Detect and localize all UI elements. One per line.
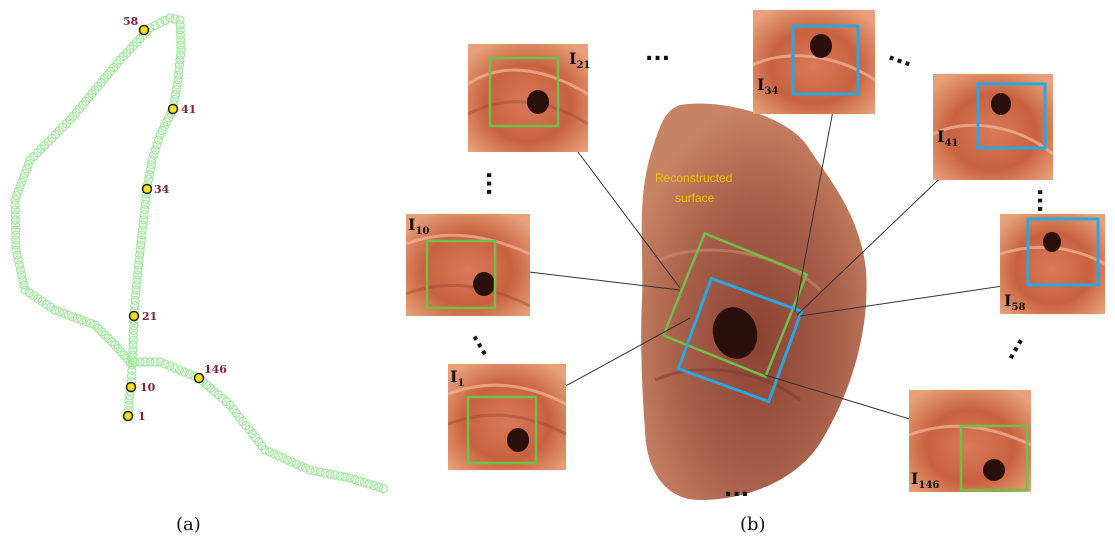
keyframe-58-label: 58 — [123, 15, 139, 28]
ellipsis: ... — [481, 171, 506, 196]
keyframe-1-label: 1 — [138, 410, 146, 423]
frame-1-index: 1 — [457, 378, 464, 389]
trajectory-point — [150, 151, 158, 159]
frame-34-letter: I — [757, 75, 764, 94]
trajectory-point — [176, 366, 184, 374]
ellipsis: ... — [885, 41, 917, 73]
keyframe-146-marker — [195, 374, 204, 383]
trajectory-point — [151, 22, 159, 30]
trajectory-point — [365, 480, 373, 488]
surface-label-line2: surface — [675, 191, 715, 205]
trajectory-point — [153, 141, 161, 149]
trajectory-point — [148, 156, 156, 164]
trajectory-point — [161, 360, 169, 368]
keyframe-21-marker — [130, 312, 139, 321]
trajectory-point — [171, 364, 179, 372]
keyframe-58-marker — [140, 26, 149, 35]
trajectory-point — [370, 482, 378, 490]
trajectory-point — [356, 477, 364, 485]
frame-34-index: 34 — [764, 86, 778, 97]
trajectory-point — [379, 485, 387, 493]
surface-label-line1: Reconstructed — [655, 171, 732, 185]
frame-58-letter: I — [1004, 291, 1011, 310]
frame-10: I10 — [406, 214, 530, 316]
frame-41-letter: I — [937, 127, 944, 146]
keyframe-21-label: 21 — [142, 310, 157, 323]
trajectory-point — [166, 14, 174, 22]
keyframe-10-marker — [127, 383, 136, 392]
trajectory-point — [161, 17, 169, 25]
trajectory-point — [375, 483, 383, 491]
reconstruction-panel: Reconstructed surface I21 — [406, 10, 1105, 535]
frame-146-letter: I — [911, 469, 918, 488]
trajectory-point — [101, 331, 109, 339]
trajectory-point — [185, 370, 193, 378]
frame-34: I34 — [753, 10, 875, 114]
trajectory-point — [346, 474, 354, 482]
camera-trajectory — [11, 14, 387, 493]
frame-1-letter: I — [450, 367, 457, 386]
keyframe-41-label: 41 — [181, 103, 196, 116]
keyframe-34-label: 34 — [154, 183, 170, 196]
reconstructed-surface — [641, 103, 866, 500]
panel-a-caption: (a) — [176, 514, 201, 535]
keyframe-41-marker — [169, 105, 178, 114]
trajectory-point — [360, 479, 368, 487]
trajectory-point — [351, 476, 359, 484]
ellipsis: ... — [645, 41, 670, 66]
frame-41-index: 41 — [944, 138, 958, 149]
frame-41: I41 — [933, 74, 1053, 180]
ellipsis: ... — [724, 477, 749, 502]
frame-146: I146 — [909, 390, 1031, 492]
trajectory-point — [180, 368, 188, 376]
frame-58: I58 — [1000, 214, 1105, 314]
ellipsis: ... — [466, 326, 500, 360]
frame-10-index: 10 — [415, 226, 429, 237]
panel-b-caption: (b) — [740, 514, 766, 535]
frame-1: I1 — [448, 364, 566, 470]
trajectory-panel: 58 41 34 21 146 10 1 (a) — [11, 14, 387, 535]
ellipsis: ... — [995, 330, 1029, 364]
ellipsis: ... — [1032, 188, 1057, 213]
trajectory-point — [156, 358, 164, 366]
keyframe-34-marker — [143, 185, 152, 194]
keyframe-146-label: 146 — [204, 363, 227, 376]
frame-58-index: 58 — [1011, 302, 1025, 313]
trajectory-point — [156, 19, 164, 27]
keyframe-10-label: 10 — [140, 381, 156, 394]
frame-21-index: 21 — [576, 60, 590, 71]
trajectory-point — [154, 136, 162, 144]
frame-10-letter: I — [408, 215, 415, 234]
frame-21-letter: I — [569, 49, 576, 68]
trajectory-point — [151, 146, 159, 154]
trajectory-point — [166, 362, 174, 370]
keyframe-1-marker — [124, 412, 133, 421]
frame-146-index: 146 — [918, 480, 939, 491]
frame-21: I21 — [468, 44, 590, 152]
